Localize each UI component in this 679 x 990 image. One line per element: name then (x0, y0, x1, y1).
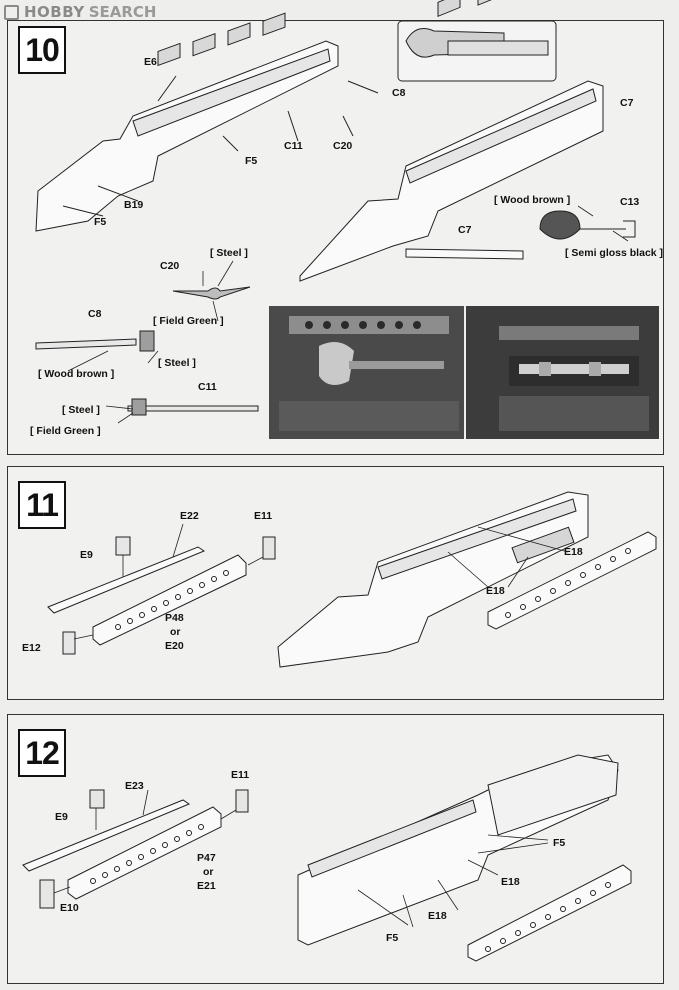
part-label: C7 (620, 97, 634, 109)
part-label: C7 (458, 224, 472, 236)
paint-label: [ Steel ] (210, 247, 248, 259)
part-label: B19 (124, 199, 143, 211)
part-label: E23 (125, 780, 144, 792)
paint-label: [ Field Green ] (30, 425, 101, 437)
step-10-panel: 10 (7, 0, 664, 455)
part-label: E10 (60, 902, 79, 914)
part-label: C20 (160, 260, 179, 272)
step-11-panel: 11 (7, 466, 664, 700)
watermark-text: SEARCH (88, 3, 157, 21)
paint-label: [ Semi gloss black ] (565, 247, 663, 259)
part-label: E9 (80, 549, 93, 561)
e9-part (89, 789, 105, 809)
part-label: E12 (22, 642, 41, 654)
hobby-search-watermark: HOBBY SEARCH (4, 3, 157, 21)
shovel-c13 (539, 210, 581, 240)
part-label: E20 (165, 640, 184, 652)
part-label: C13 (620, 196, 639, 208)
part-label: or (203, 866, 214, 878)
part-label: F5 (94, 216, 106, 228)
paint-label: [ Steel ] (62, 404, 100, 416)
paint-label: [ Wood brown ] (38, 368, 114, 380)
reference-photo-drawing (269, 306, 659, 439)
watermark-logo: HOBBY (24, 3, 85, 21)
part-label: or (170, 626, 181, 638)
part-label: E18 (428, 910, 447, 922)
tool-c11 (127, 405, 259, 412)
part-label: E18 (564, 546, 583, 558)
step-10-number: 10 (18, 26, 66, 74)
part-label: E21 (197, 880, 216, 892)
part-label: C11 (284, 140, 303, 152)
part-label: E11 (231, 769, 249, 781)
step-11-diagram: E22 E11 E9 P48 or E20 E12 E18 E18 (22, 491, 657, 668)
step-10-diagram: E6 C8 C11 C20 F5 B19 F5 C7 C13 C7 C20 C8… (30, 0, 663, 437)
e9-part (115, 536, 131, 556)
part-label: E6 (144, 56, 157, 68)
part-label: E22 (180, 510, 199, 522)
step-11-number: 11 (18, 481, 66, 529)
paint-label: [ Wood brown ] (494, 194, 570, 206)
part-label: P48 (165, 612, 184, 624)
part-label: P47 (197, 852, 216, 864)
e6-side-panel (35, 40, 339, 232)
part-label: C20 (333, 140, 352, 152)
handle-c7 (405, 248, 524, 260)
part-label: F5 (553, 837, 565, 849)
step-12-number: 12 (18, 729, 66, 777)
part-label: E11 (254, 510, 272, 522)
part-label: C8 (392, 87, 406, 99)
step-12-diagram: E11 E23 E9 P47 or E21 E10 F5 E18 E18 F5 (22, 754, 632, 962)
part-label: F5 (386, 932, 398, 944)
e10-part (39, 879, 55, 909)
e6-panel-inner (132, 48, 331, 137)
part-label: E9 (55, 811, 68, 823)
e11-part (262, 536, 276, 560)
step-12-panel: 12 (7, 714, 664, 984)
paint-label: [ Field Green ] (153, 315, 224, 327)
step12-rail (467, 864, 632, 962)
e11-part (235, 789, 249, 813)
paint-label: [ Steel ] (158, 357, 196, 369)
e22-strip (47, 546, 206, 614)
part-label: E18 (486, 585, 505, 597)
part-label: E18 (501, 876, 520, 888)
e23-strip (22, 799, 191, 872)
reference-photo (269, 306, 659, 439)
part-label: C8 (88, 308, 102, 320)
part-label: F5 (245, 155, 257, 167)
step12-upper-plate (487, 754, 619, 836)
e12-part (62, 631, 76, 655)
hobby-logo-icon (4, 4, 19, 20)
axe-c8 (35, 338, 137, 350)
part-label: C11 (198, 381, 217, 393)
pick-c20 (172, 286, 251, 300)
